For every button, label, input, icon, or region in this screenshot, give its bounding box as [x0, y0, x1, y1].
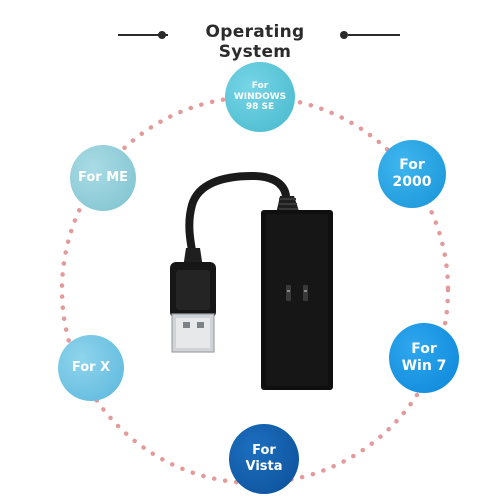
- port-mark-right: [303, 285, 308, 301]
- badge-x: For X: [58, 335, 124, 401]
- badge-win-7: For Win 7: [389, 323, 459, 393]
- header-rule-left: [118, 34, 168, 36]
- badge-vista: For Vista: [229, 424, 299, 494]
- badge-2000: For 2000: [378, 140, 446, 208]
- badge-me: For ME: [70, 145, 136, 211]
- badge-label: For: [399, 157, 425, 174]
- header-rule-right: [348, 34, 400, 36]
- header-dot-right: [340, 31, 348, 39]
- badge-label: 2000: [392, 174, 432, 190]
- badge-label: 98 SE: [245, 102, 275, 113]
- badge-label: Win 7: [401, 358, 447, 374]
- badge-windows-98-se: For WINDOWS 98 SE: [225, 62, 295, 132]
- section-header: Operating System: [0, 20, 500, 62]
- badge-label: WINDOWS: [233, 91, 287, 102]
- badge-label: For: [411, 341, 437, 358]
- badge-label: For X: [71, 360, 111, 376]
- badge-label: For: [251, 80, 269, 91]
- badge-label: For ME: [77, 170, 129, 186]
- header-dot-left: [158, 31, 166, 39]
- page-title: Operating System: [205, 22, 305, 62]
- usb-cable: [185, 171, 291, 260]
- badge-label: Vista: [245, 459, 283, 474]
- port-mark-left: [286, 285, 291, 301]
- badge-label: For: [252, 443, 276, 459]
